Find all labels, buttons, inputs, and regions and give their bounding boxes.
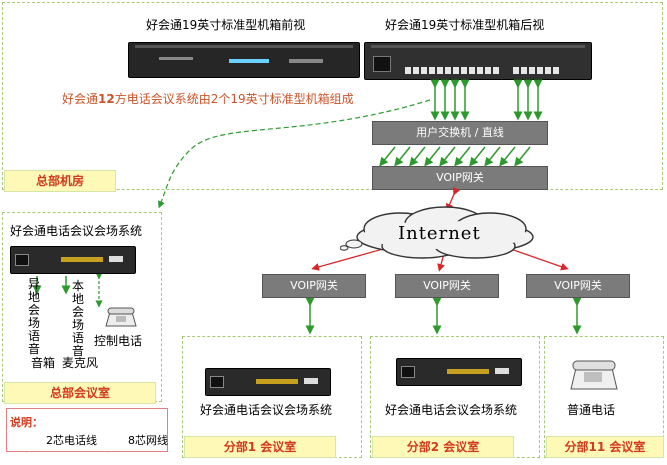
voip-gateway-branch2: VOIP网关 — [395, 274, 499, 298]
speaker-label: 音箱 — [31, 356, 56, 370]
hq-meeting-label: 总部会议室 — [4, 382, 156, 404]
branch1-device — [205, 368, 331, 396]
system-note-suffix: 方电话会议系统由2个19英寸标准型机箱组成 — [114, 92, 354, 106]
control-phone-icon — [104, 304, 138, 328]
system-note: 好会通12方电话会议系统由2个19英寸标准型机箱组成 — [62, 90, 354, 107]
control-phone-label: 控制电话 — [94, 334, 143, 348]
normal-phone-icon — [568, 356, 620, 392]
legend-title: 说明： — [10, 416, 43, 429]
hq-room-label: 总部机房 — [4, 170, 116, 192]
local-audio-text: 本地会场语音 — [72, 279, 85, 358]
branch1-label: 分部1 会议室 — [184, 436, 336, 458]
legend-phone-line-label: 2芯电话线 — [46, 434, 97, 447]
front-view-title: 好会通19英寸标准型机箱前视 — [146, 18, 306, 32]
branch1-system-label: 好会通电话会议会场系统 — [200, 403, 333, 417]
voip-gateway-hq: VOIP网关 — [372, 166, 548, 190]
normal-phone-label: 普通电话 — [567, 403, 616, 417]
rear-view-title: 好会通19英寸标准型机箱后视 — [385, 18, 545, 32]
branch2-label: 分部2 会议室 — [372, 436, 514, 458]
legend-network-line-label: 8芯网线 — [128, 434, 168, 447]
branch2-device — [396, 358, 522, 386]
branch11-label: 分部11 会议室 — [546, 436, 664, 458]
hq-meeting-device — [10, 246, 136, 274]
remote-audio-label: 异地会场语音 — [28, 278, 42, 356]
rear-chassis-device — [364, 42, 592, 80]
pbx-box: 用户交换机 / 直线 — [372, 121, 548, 145]
internet-cloud — [340, 206, 534, 259]
hq-meeting-system-title: 好会通电话会议会场系统 — [10, 224, 143, 238]
legend-box — [6, 408, 168, 452]
microphone-label: 麦克风 — [62, 356, 99, 370]
system-note-prefix: 好会通 — [62, 92, 99, 106]
front-chassis-device — [128, 42, 360, 78]
local-audio-label: 本地会场语音 — [72, 280, 86, 358]
voip-gateway-branch11: VOIP网关 — [526, 274, 630, 298]
voip-gateway-branch1: VOIP网关 — [262, 274, 366, 298]
branch2-system-label: 好会通电话会议会场系统 — [385, 403, 518, 417]
system-note-bold: 12 — [98, 92, 115, 106]
internet-label: Internet — [398, 223, 481, 244]
remote-audio-text: 异地会场语音 — [28, 277, 41, 356]
